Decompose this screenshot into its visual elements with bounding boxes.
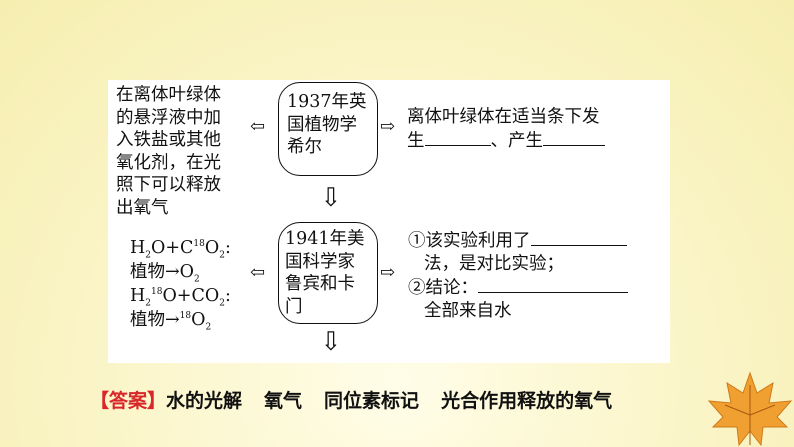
answer-item: 同位素标记: [324, 390, 420, 412]
text-line: 全部来自水: [424, 301, 512, 321]
arrow-right-icon: ⇨: [380, 116, 396, 137]
text: 生: [407, 130, 425, 151]
text-line: 在离体叶绿体: [116, 85, 221, 105]
arrow-right-icon: ⇨: [380, 262, 396, 283]
text-line: 1941年美: [285, 229, 365, 249]
answer-label: 【答案】: [90, 390, 167, 412]
text-line: 照下可以释放: [116, 175, 221, 195]
ruben-kamen-questions: ①该实验利用了法，是对比实验； ②结论： 全部来自水: [408, 229, 628, 323]
hill-experiment-description: 在离体叶绿体的悬浮液中加入铁盐或其他氧化剂，在光照下可以释放出氧气: [116, 84, 221, 219]
blank: [478, 276, 628, 293]
text-line: 国科学家: [285, 251, 355, 272]
text-line: 1937年英: [287, 92, 367, 112]
blank: [530, 229, 627, 246]
diagram-panel: [108, 80, 670, 363]
text-line: 希尔: [287, 137, 322, 157]
arrow-down-icon: ⇩: [320, 327, 342, 357]
hill-1937-box: 1937年英国植物学希尔: [278, 82, 378, 176]
text: 、产生: [490, 130, 544, 151]
hill-result-question: 离体叶绿体在适当条下发生 、产生: [407, 106, 605, 152]
text: ②结论：: [408, 278, 478, 298]
blank: [543, 129, 605, 146]
answer-item: 水的光解: [166, 390, 243, 412]
answer-item: 光合作用释放的氧气: [441, 390, 613, 412]
text-line: 离体叶绿体在适当条下发: [407, 107, 600, 127]
text: ①该实验利用了: [408, 231, 531, 251]
text-line: 鲁宾和卡: [285, 274, 355, 294]
arrow-left-icon: ⇦: [250, 262, 266, 283]
maple-leaf-icon: [707, 371, 793, 447]
answer-item: 氧气: [264, 390, 303, 412]
text-line: 入铁盐或其他: [116, 130, 221, 150]
answer-line: 【答案】水的光解氧气同位素标记光合作用释放的氧气: [90, 388, 612, 414]
arrow-left-icon: ⇦: [250, 116, 266, 137]
text-line: 门: [285, 296, 303, 317]
arrow-down-icon: ⇩: [320, 183, 342, 213]
text-line: 的悬浮液中加: [116, 107, 221, 128]
blank: [424, 129, 491, 146]
text-line: 国植物学: [287, 114, 357, 135]
text-line: 氧化剂，在光: [116, 152, 221, 173]
text-line: 法，是对比实验；: [424, 254, 564, 274]
text-line: 出氧气: [116, 197, 169, 218]
ruben-kamen-1941-box: 1941年美国科学家鲁宾和卡门: [278, 222, 378, 324]
